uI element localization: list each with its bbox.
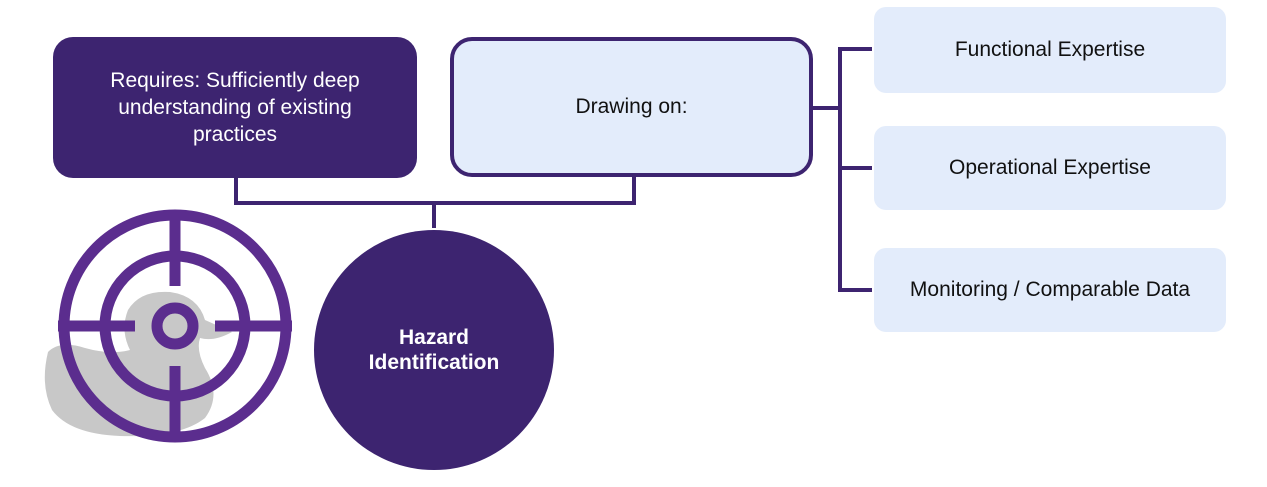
requires-text: Requires: Sufficiently deep understandin…: [110, 69, 360, 146]
crosshair-lines: [58, 210, 292, 442]
operational-expertise-label: Operational Expertise: [949, 156, 1151, 179]
requires-box: Requires: Sufficiently deep understandin…: [53, 37, 417, 178]
functional-expertise-label: Functional Expertise: [954, 38, 1146, 61]
duck-target-icon: [44, 209, 292, 443]
sources-bracket: [838, 47, 872, 292]
drawing-on-text: Drawing on:: [575, 95, 688, 118]
hazard-identification-circle: Hazard Identification: [314, 230, 554, 470]
hazard-identification-label: Hazard Identification: [368, 326, 500, 374]
monitoring-data-box: Monitoring / Comparable Data: [874, 248, 1226, 332]
functional-expertise-box: Functional Expertise: [874, 7, 1226, 93]
drawing-on-box: Drawing on:: [450, 37, 813, 177]
monitoring-data-label: Monitoring / Comparable Data: [909, 278, 1191, 301]
requires-connector: [234, 177, 636, 205]
operational-expertise-box: Operational Expertise: [874, 126, 1226, 210]
